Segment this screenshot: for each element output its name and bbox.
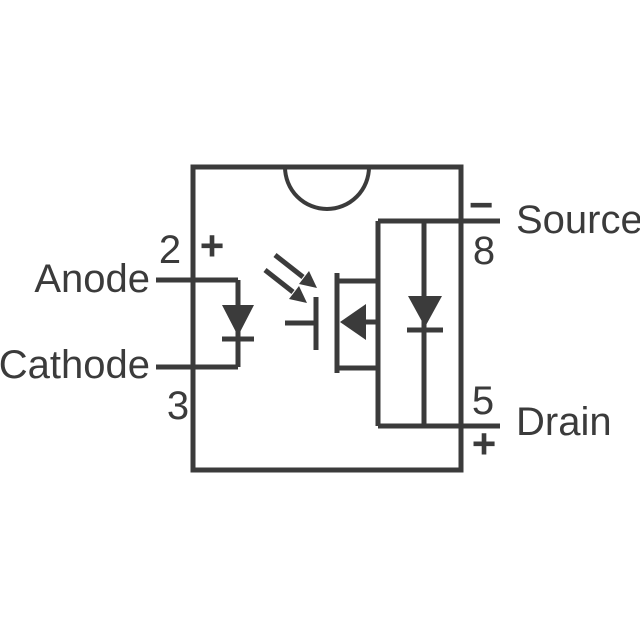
led-input-circuit (156, 277, 254, 370)
cathode-label: Cathode (0, 343, 150, 387)
anode-label: Anode (34, 257, 150, 301)
output-circuit (375, 218, 500, 429)
pin-number-8: 8 (473, 229, 495, 273)
ic-package-outline (190, 164, 464, 473)
pin-number-2: 2 (159, 228, 181, 272)
drain-label: Drain (516, 400, 612, 444)
photo-gate-mosfet-icon (285, 273, 378, 373)
light-arrow-2-head (289, 286, 307, 303)
pin1-notch-icon (283, 166, 371, 211)
led-triangle (222, 305, 254, 336)
ic-body-rect (190, 164, 464, 473)
light-arrow-1-shaft (273, 253, 305, 279)
pin-number-5: 5 (472, 379, 494, 423)
body-diode-triangle (408, 296, 442, 327)
light-arrow-1-head (299, 271, 317, 288)
led-diode-icon (222, 305, 254, 342)
anode-polarity-plus: + (200, 222, 225, 269)
source-label: Source (516, 198, 640, 242)
pin-number-3: 3 (167, 384, 189, 428)
light-arrow-2-shaft (263, 268, 295, 294)
drain-polarity-plus: + (472, 420, 497, 467)
light-emission-arrows-icon (263, 253, 317, 303)
body-diode-icon (407, 296, 443, 333)
mosfet-body-arrow (340, 304, 366, 340)
source-polarity-minus: − (469, 181, 494, 228)
